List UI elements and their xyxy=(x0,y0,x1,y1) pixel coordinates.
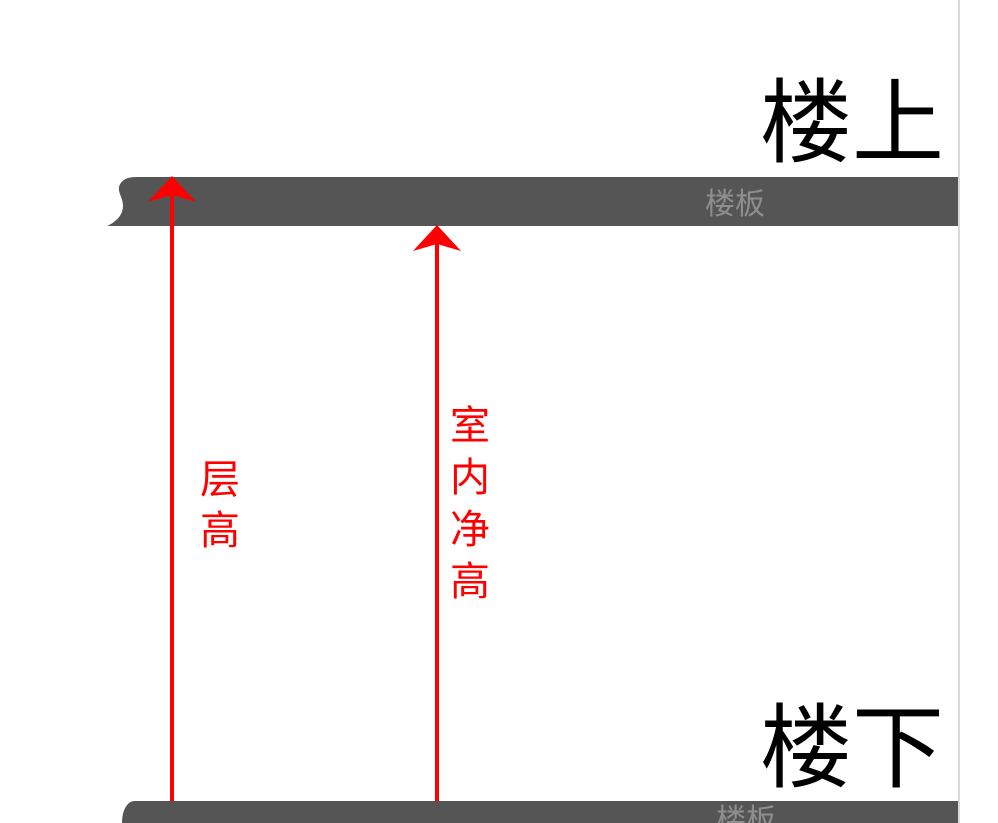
floor-height-character-1: 层 xyxy=(200,457,240,503)
top-floor-slab xyxy=(107,177,958,226)
upstairs-label: 楼上 xyxy=(760,70,944,177)
floor-height-vertical-label: 层 高 xyxy=(200,457,240,554)
clear-height-vertical-label: 室 内 净 高 xyxy=(450,403,490,605)
right-edge-border xyxy=(958,0,960,823)
floor-height-character-2: 高 xyxy=(200,508,240,554)
bottom-slab-label: 楼板 xyxy=(716,803,776,823)
clear-height-character-2: 内 xyxy=(450,455,490,501)
clear-height-character-1: 室 xyxy=(450,403,490,449)
top-slab-label: 楼板 xyxy=(705,187,765,222)
clear-height-character-3: 净 xyxy=(450,507,490,553)
clear-height-character-4: 高 xyxy=(450,559,490,605)
bottom-floor-slab xyxy=(122,801,958,823)
downstairs-label: 楼下 xyxy=(760,695,944,802)
